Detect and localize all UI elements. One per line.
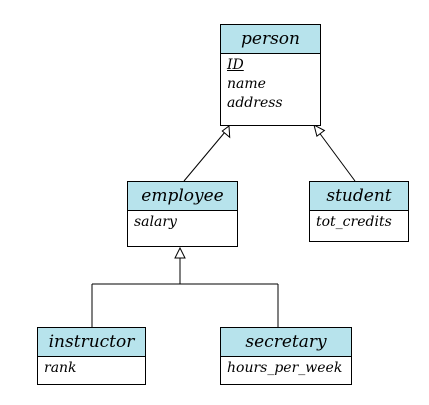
attribute-rank: rank xyxy=(44,360,77,376)
attribute-list-person: ID name address xyxy=(221,54,320,116)
attribute-list-secretary: hours_per_week xyxy=(221,357,351,381)
connector-person-employee xyxy=(183,131,226,182)
entity-student: student tot_credits xyxy=(309,181,409,242)
attribute-list-instructor: rank xyxy=(38,357,145,381)
entity-instructor: instructor rank xyxy=(37,327,146,385)
entity-name-employee: employee xyxy=(128,182,237,211)
entity-person: person ID name address xyxy=(220,24,321,126)
entity-name-person: person xyxy=(221,25,320,54)
attribute-name: name xyxy=(227,76,266,92)
arrowhead-employee xyxy=(174,246,186,259)
entity-employee: employee salary xyxy=(127,181,238,247)
entity-name-instructor: instructor xyxy=(38,328,145,357)
attribute-list-student: tot_credits xyxy=(310,211,408,235)
connector-person-student xyxy=(317,130,356,182)
attribute-salary: salary xyxy=(134,214,177,230)
attribute-id-primary-key: ID xyxy=(227,57,244,73)
entity-name-student: student xyxy=(310,182,408,211)
attribute-tot-credits: tot_credits xyxy=(316,214,392,230)
entity-name-secretary: secretary xyxy=(221,328,351,357)
attribute-list-employee: salary xyxy=(128,211,237,235)
arrowhead-person-student xyxy=(313,124,326,137)
attribute-hours-per-week: hours_per_week xyxy=(227,360,343,376)
attribute-address: address xyxy=(227,95,283,111)
arrowhead-person-employee xyxy=(221,125,231,139)
entity-secretary: secretary hours_per_week xyxy=(220,327,352,385)
